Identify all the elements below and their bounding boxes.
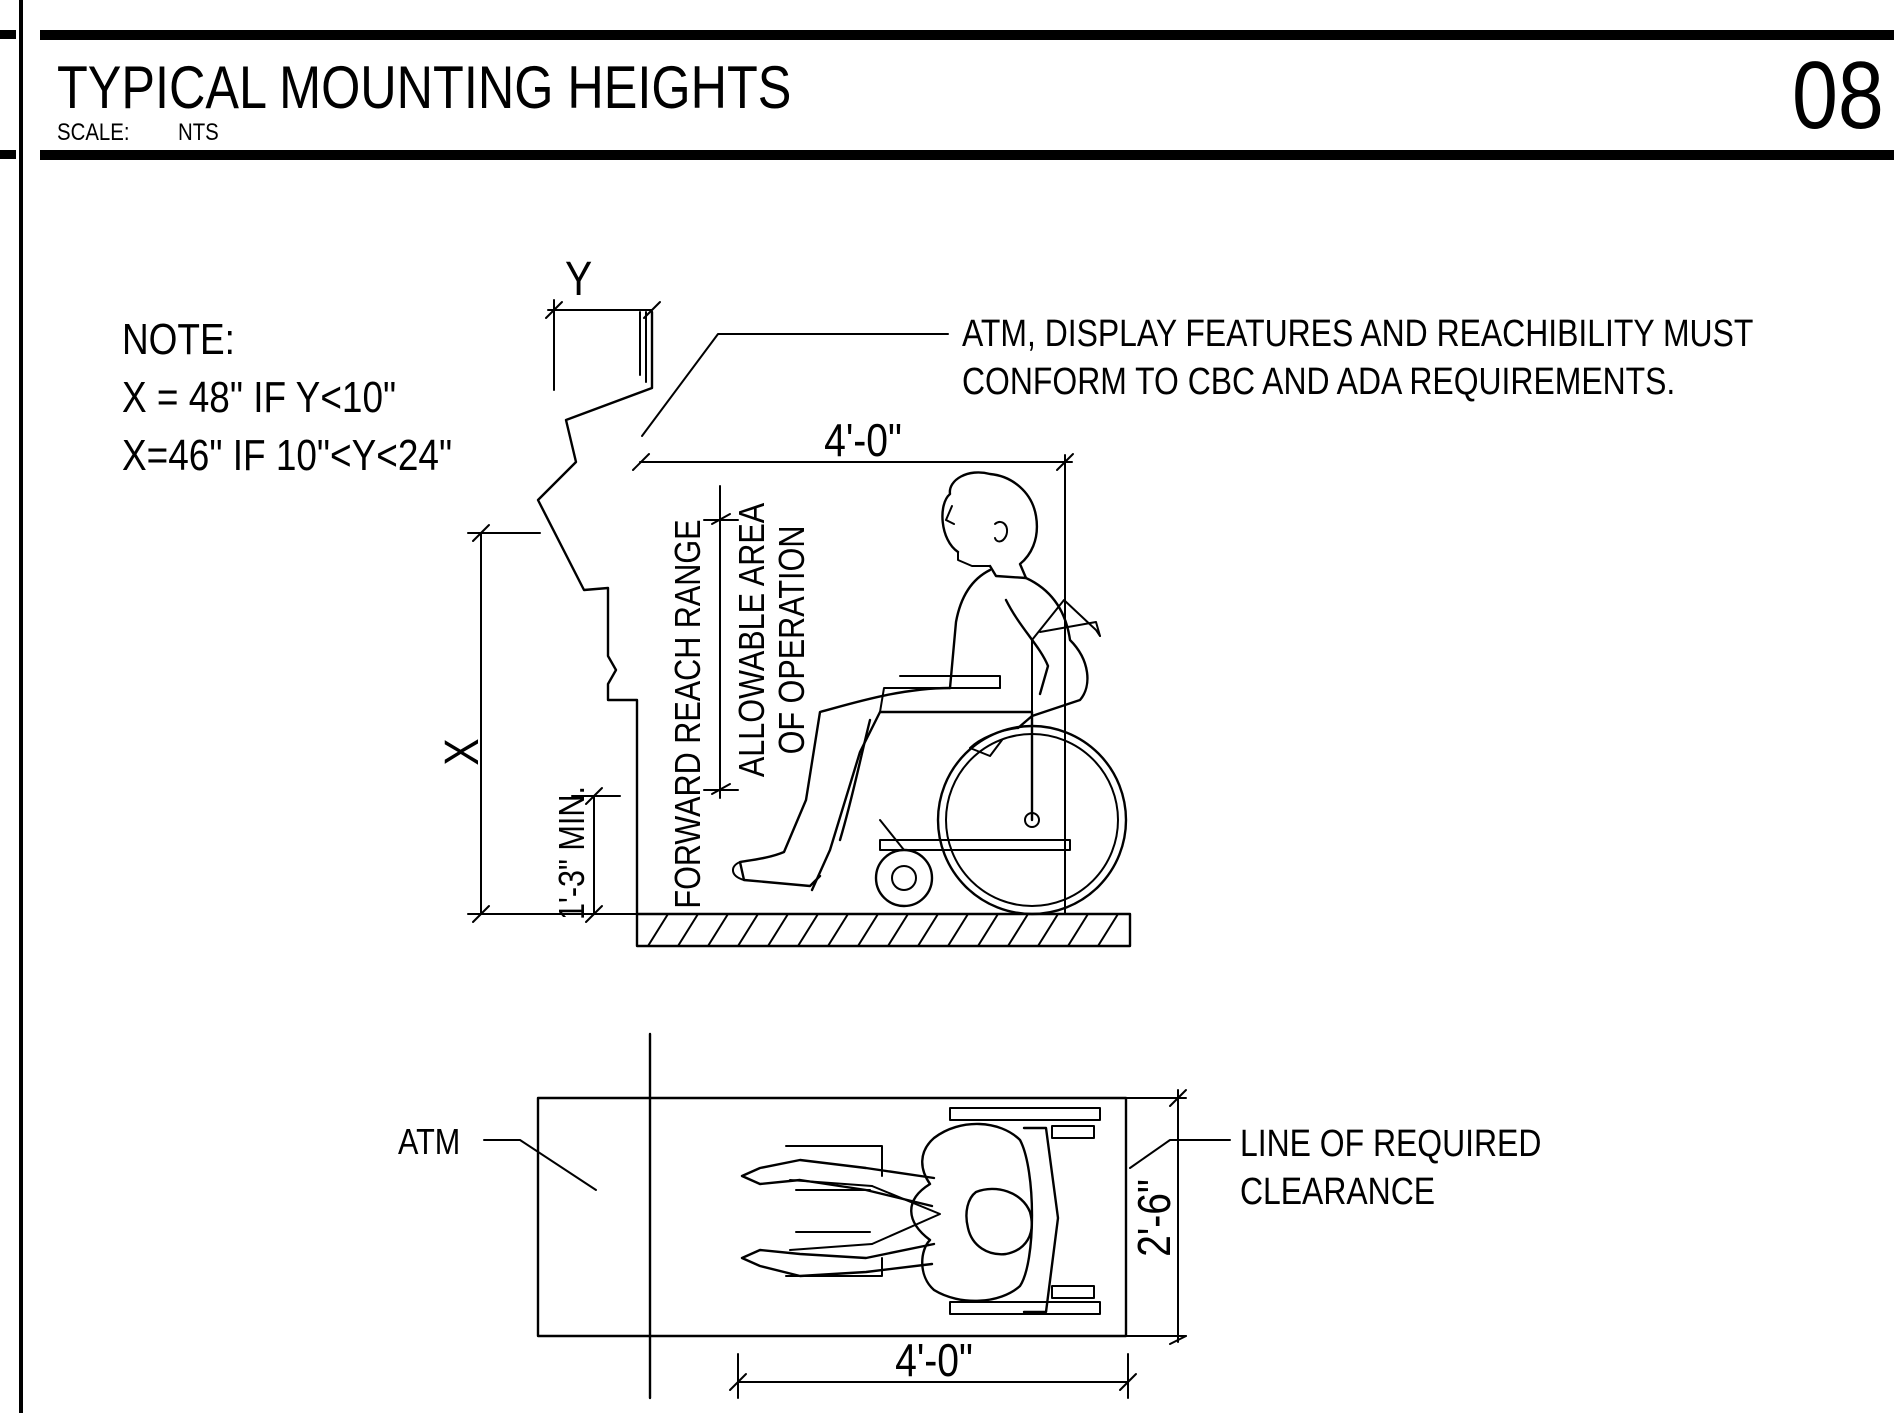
dim-depth-label: 4'-0" (824, 415, 902, 467)
dimension-min (571, 787, 621, 923)
dim-width-label: 2'-6" (1129, 1179, 1181, 1257)
clearance-line-2: CLEARANCE (1240, 1170, 1435, 1212)
dimension-x (467, 524, 638, 923)
wheelchair-user-side (732, 471, 1128, 916)
title-bar-bottom-rule (40, 150, 1894, 160)
floor-slab (635, 912, 1132, 948)
callout-line-1: ATM, DISPLAY FEATURES AND REACHIBILITY M… (962, 312, 1753, 354)
dim-y-label: Y (565, 253, 592, 306)
callout-leader (641, 333, 949, 437)
scale-label: SCALE: (57, 118, 130, 145)
note-line-1: X = 48" IF Y<10" (122, 372, 396, 422)
dimension-depth (632, 453, 1074, 915)
atm-label: ATM (398, 1123, 460, 1163)
allowable-area-marks (703, 485, 739, 799)
title-bar-top-rule (40, 30, 1894, 40)
allowable-area-line-1: ALLOWABLE AREA (733, 502, 773, 777)
note-line-2: X=46" IF 10"<Y<24" (122, 430, 452, 480)
dim-x-label: X (436, 738, 489, 765)
detail-title: TYPICAL MOUNTING HEIGHTS (57, 54, 791, 121)
dim-length-label: 4'-0" (895, 1335, 973, 1387)
dim-min-label: 1'-3" MIN. (553, 786, 593, 920)
callout-line-2: CONFORM TO CBC AND ADA REQUIREMENTS. (962, 360, 1675, 402)
scale-value: NTS (178, 118, 219, 145)
note-block: NOTE: X = 48" IF Y<10" X=46" IF 10"<Y<24… (122, 314, 452, 480)
elevation-view: Y X 1'-3" MIN. 4'-0" FORWARD REACH RANG (436, 253, 1753, 948)
clear-floor-rect (536, 1096, 1128, 1338)
wheelchair-user-plan (740, 1107, 1101, 1315)
note-heading: NOTE: (122, 314, 235, 364)
dimension-length (729, 1353, 1137, 1399)
sheet-number: 08 (1792, 41, 1884, 148)
dimension-width (1125, 1089, 1187, 1345)
clearance-leader (1129, 1139, 1231, 1169)
plan-view: 2'-6" 4'-0" ATM LINE OF REQUIRED CLEARAN… (398, 1032, 1541, 1400)
atm-wall-profile (536, 310, 654, 916)
dimension-y (545, 299, 661, 391)
atm-leader (483, 1139, 597, 1191)
clearance-line-1: LINE OF REQUIRED (1240, 1122, 1541, 1164)
forward-reach-label: FORWARD REACH RANGE (669, 519, 709, 908)
allowable-area-line-2: OF OPERATION (773, 526, 813, 755)
